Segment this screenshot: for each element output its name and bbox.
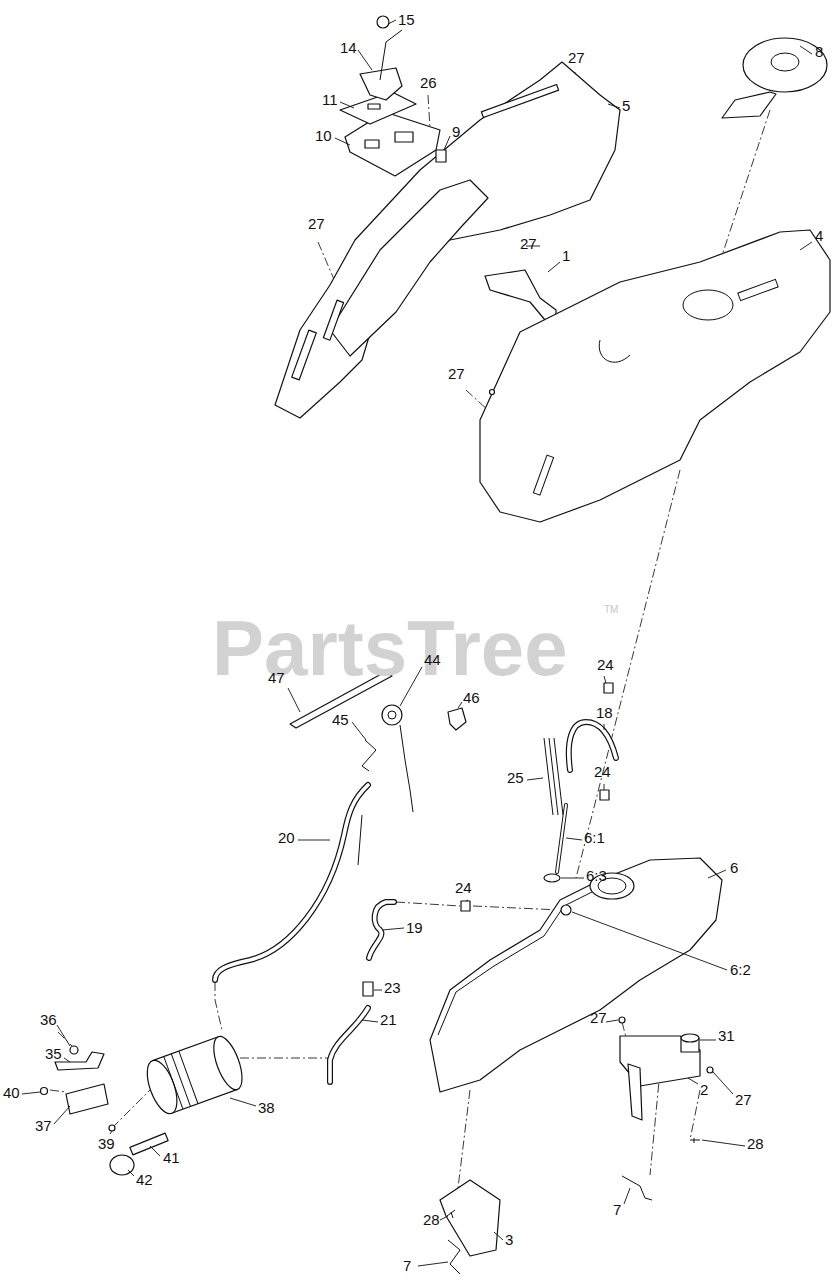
callout-number: 27 xyxy=(590,1010,607,1027)
callout-number: 36 xyxy=(40,1012,57,1029)
callout-number: 27 xyxy=(735,1092,752,1109)
callout-number: 20 xyxy=(278,830,295,847)
trademark: TM xyxy=(604,604,618,615)
callout-number: 38 xyxy=(258,1100,275,1117)
callout-number: 6:3 xyxy=(586,868,607,885)
callout-number: 14 xyxy=(340,40,357,57)
callout-number: 26 xyxy=(420,75,437,92)
callout-number: 31 xyxy=(718,1028,735,1045)
callout-number: 45 xyxy=(332,712,349,729)
callout-number: 1 xyxy=(562,248,570,265)
callout-number: 6:2 xyxy=(730,962,751,979)
callout-number: 24 xyxy=(594,764,611,781)
callout-number: 18 xyxy=(596,705,613,722)
callout-number: 15 xyxy=(398,12,415,29)
callout-number: 40 xyxy=(3,1085,20,1102)
callout-number: 11 xyxy=(322,92,338,109)
callout-number: 7 xyxy=(613,1202,621,1219)
callout-number: 21 xyxy=(380,1012,397,1029)
callout-number: 41 xyxy=(163,1150,180,1167)
callout-number: 10 xyxy=(315,128,332,145)
callout-number: 28 xyxy=(423,1212,440,1229)
callout-number: 42 xyxy=(136,1172,153,1189)
callout-number: 46 xyxy=(463,690,480,707)
callout-number: 44 xyxy=(424,652,441,669)
callout-number: 3 xyxy=(505,1232,513,1249)
callout-number: 8 xyxy=(815,44,823,61)
callout-number: 6 xyxy=(730,860,738,877)
callout-number: 39 xyxy=(98,1136,115,1153)
callout-number: 27 xyxy=(308,216,325,233)
callout-number: 35 xyxy=(45,1046,62,1063)
callout-number: 24 xyxy=(597,657,614,674)
callout-number: 6:1 xyxy=(584,830,605,847)
callout-number: 24 xyxy=(455,880,472,897)
callout-number: 23 xyxy=(384,980,401,997)
callout-number: 9 xyxy=(452,124,460,141)
callout-number: 27 xyxy=(520,236,537,253)
callout-number: 27 xyxy=(568,50,585,67)
callout-number: 2 xyxy=(700,1082,708,1099)
callout-number: 4 xyxy=(815,228,823,245)
callout-number: 5 xyxy=(622,98,630,115)
callout-number: 28 xyxy=(747,1136,764,1153)
callout-number: 47 xyxy=(268,670,285,687)
callout-number: 7 xyxy=(403,1258,411,1275)
callout-number: 25 xyxy=(507,770,524,787)
watermark: PartsTree xyxy=(212,606,568,692)
callout-number: 27 xyxy=(448,366,465,383)
callout-number: 19 xyxy=(406,920,423,937)
callout-number: 37 xyxy=(35,1118,52,1135)
